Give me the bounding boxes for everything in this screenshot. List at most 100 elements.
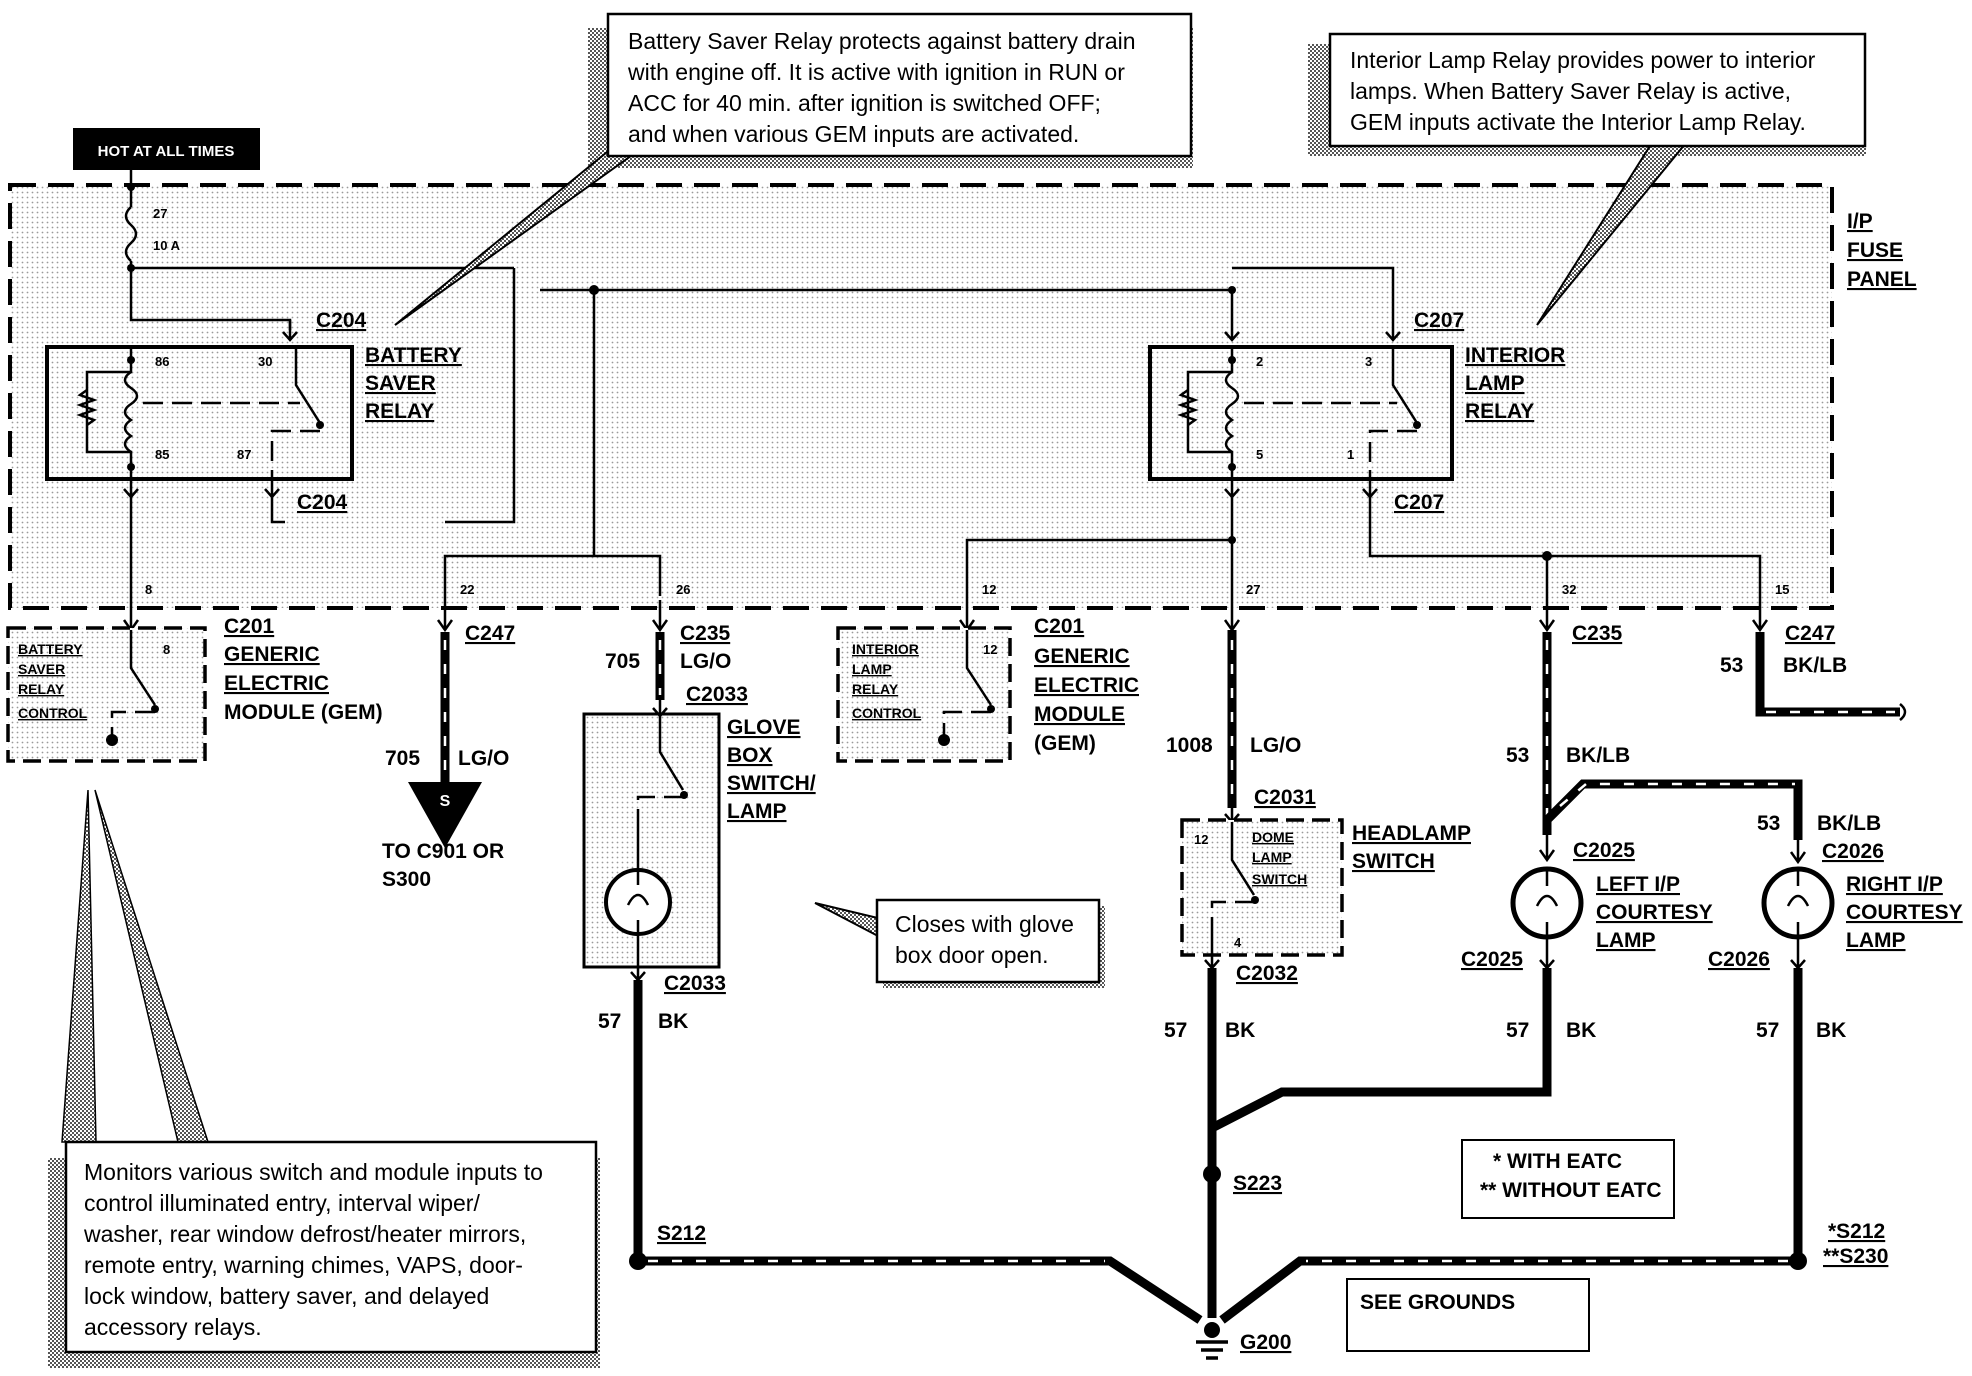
gem-left-inner-2: SAVER [18, 661, 65, 677]
ilr-connector-top: C207 [1414, 309, 1464, 332]
ilr-connector-bottom: C207 [1394, 491, 1444, 514]
splice-s212-right: *S212 [1828, 1220, 1885, 1243]
bsr-name-1: BATTERY [365, 344, 462, 367]
gem-left-name-1: GENERIC [224, 643, 320, 666]
c247-left-dest-2: S300 [382, 868, 431, 891]
fuse-panel-label-2: FUSE [1847, 239, 1903, 262]
ilr-name-1: INTERIOR [1465, 344, 1565, 367]
gem-note-5: lock window, battery saver, and delayed [84, 1283, 489, 1309]
left-lamp-conn-a: C2025 [1573, 839, 1635, 862]
fuse-27: 27 10 A [124, 170, 181, 272]
c247-right-color: BK/LB [1783, 654, 1847, 677]
left-lamp-name-2: COURTESY [1596, 901, 1713, 924]
panel-pin-26: 26 [676, 582, 690, 597]
interior-lamp-relay: C207 2 3 5 1 INTERIOR LAMP RELAY C207 [965, 309, 1762, 600]
c247-left-color: LG/O [458, 747, 509, 770]
gem-left-inner-3: RELAY [18, 681, 65, 697]
headlamp-name-1: HEADLAMP [1352, 822, 1471, 845]
glove-c235-connector: C235 [680, 622, 731, 645]
legend-without-eatc: ** WITHOUT EATC [1480, 1179, 1662, 1202]
gem-left-name-3: MODULE (GEM) [224, 701, 383, 724]
panel-pin-27: 27 [1246, 582, 1260, 597]
ilr-pin-3: 3 [1365, 354, 1372, 369]
headlamp-inner-1: DOME [1252, 829, 1294, 845]
headlamp-gnd-color: BK [1225, 1019, 1255, 1042]
bsr-name-2: SAVER [365, 372, 436, 395]
fuse-rating: 10 A [153, 238, 181, 253]
gem-left-name-2: ELECTRIC [224, 672, 329, 695]
right-lamp-name-1: RIGHT I/P [1846, 873, 1943, 896]
splice-s-label: S [440, 793, 451, 810]
c247-left-connector: C247 [465, 622, 515, 645]
left-lamp-conn-b: C2025 [1461, 948, 1523, 971]
glove-name-4: LAMP [727, 800, 787, 823]
gem-right-inner-4: CONTROL [852, 705, 922, 721]
fuse-panel-label-3: PANEL [1847, 268, 1917, 291]
headlamp-conn-b: C2032 [1236, 962, 1298, 985]
panel-pin-labels: 8 22 26 12 27 32 15 [145, 582, 1789, 597]
ilr-pin-5: 5 [1256, 447, 1263, 462]
splice-s223: S223 [1233, 1172, 1282, 1195]
ground-network: S223 S212 *S212 **S230 G200 [629, 1165, 1888, 1360]
right-lamp-circuit: 53 [1757, 812, 1780, 835]
see-grounds-label: SEE GROUNDS [1360, 1291, 1515, 1314]
bsr-name-3: RELAY [365, 400, 434, 423]
left-lamp-name-3: LAMP [1596, 929, 1656, 952]
headlamp-gnd-circuit: 57 [1164, 1019, 1187, 1042]
bsr-pin-85: 85 [155, 447, 169, 462]
gem-right-inner-2: LAMP [852, 661, 892, 677]
ilr-name-2: LAMP [1465, 372, 1525, 395]
glove-conn-a: C2033 [686, 683, 748, 706]
gem-note-1: Monitors various switch and module input… [84, 1159, 543, 1185]
eatc-legend: * WITH EATC ** WITHOUT EATC [1461, 1139, 1675, 1219]
gem-right-name-1: GENERIC [1034, 645, 1130, 668]
bsr-pin-87: 87 [237, 447, 251, 462]
bsr-connector-bottom: C204 [297, 491, 348, 514]
c247-right-connector: C247 [1785, 622, 1835, 645]
glove-color: LG/O [680, 650, 731, 673]
gem-note-4: remote entry, warning chimes, VAPS, door… [84, 1252, 523, 1278]
ilr-note-1: Interior Lamp Relay provides power to in… [1350, 47, 1816, 73]
right-lamp-conn-a: C2026 [1822, 840, 1884, 863]
glove-box-switch-lamp: C235 705 LG/O C2033 GLOVE BOX SWITCH/ LA… [582, 622, 816, 1261]
right-lamp-color: BK/LB [1817, 812, 1881, 835]
battery-saver-callout: Battery Saver Relay protects against bat… [394, 12, 1193, 326]
gem-left-connector: C201 [224, 615, 275, 638]
right-courtesy-lamp: 53 BK/LB C2026 RIGHT I/P COURTESY LAMP C… [1708, 812, 1963, 1261]
ilr-note-2: lamps. When Battery Saver Relay is activ… [1350, 78, 1791, 104]
ilr-pin-2: 2 [1256, 354, 1263, 369]
glove-note-1: Closes with glove [895, 911, 1074, 937]
headlamp-pin-b: 4 [1234, 935, 1242, 950]
gem-right-name-3: MODULE [1034, 703, 1125, 726]
headlamp-pin-a: 12 [1194, 832, 1208, 847]
bsr-note-3: ACC for 40 min. after ignition is switch… [628, 90, 1101, 116]
panel-pin-12: 12 [982, 582, 996, 597]
gem-left-pin: 8 [163, 642, 170, 657]
gem-left-inner-4: CONTROL [18, 705, 88, 721]
c247-left-circuit: 705 [385, 747, 420, 770]
panel-bus-wires [129, 266, 1395, 600]
c235-right-circuit: 53 [1506, 744, 1529, 767]
headlamp-color: LG/O [1250, 734, 1301, 757]
bsr-note-2: with engine off. It is active with ignit… [627, 59, 1125, 85]
gem-left-module: 8 BATTERY SAVER RELAY CONTROL C201 GENER… [6, 615, 383, 763]
gem-right-pin: 12 [983, 642, 997, 657]
ground-g200: G200 [1240, 1331, 1291, 1354]
ilr-name-3: RELAY [1465, 400, 1534, 423]
bsr-note-4: and when various GEM inputs are activate… [628, 121, 1079, 147]
panel-pin-8: 8 [145, 582, 152, 597]
glove-name-3: SWITCH/ [727, 772, 816, 795]
gem-right-name-2: ELECTRIC [1034, 674, 1139, 697]
gem-left-inner-1: BATTERY [18, 641, 83, 657]
bsr-pin-86: 86 [155, 354, 169, 369]
c247-left-branch: C247 705 LG/O S TO C901 OR S300 [382, 622, 515, 891]
glove-gnd-color: BK [658, 1010, 688, 1033]
bsr-note-1: Battery Saver Relay protects against bat… [628, 28, 1136, 54]
c235-right-color: BK/LB [1566, 744, 1630, 767]
panel-pin-22: 22 [460, 582, 474, 597]
c247-right-circuit: 53 [1720, 654, 1743, 677]
ip-fuse-panel: I/P FUSE PANEL [8, 183, 1917, 610]
panel-pin-32: 32 [1562, 582, 1576, 597]
right-lamp-conn-b: C2026 [1708, 948, 1770, 971]
